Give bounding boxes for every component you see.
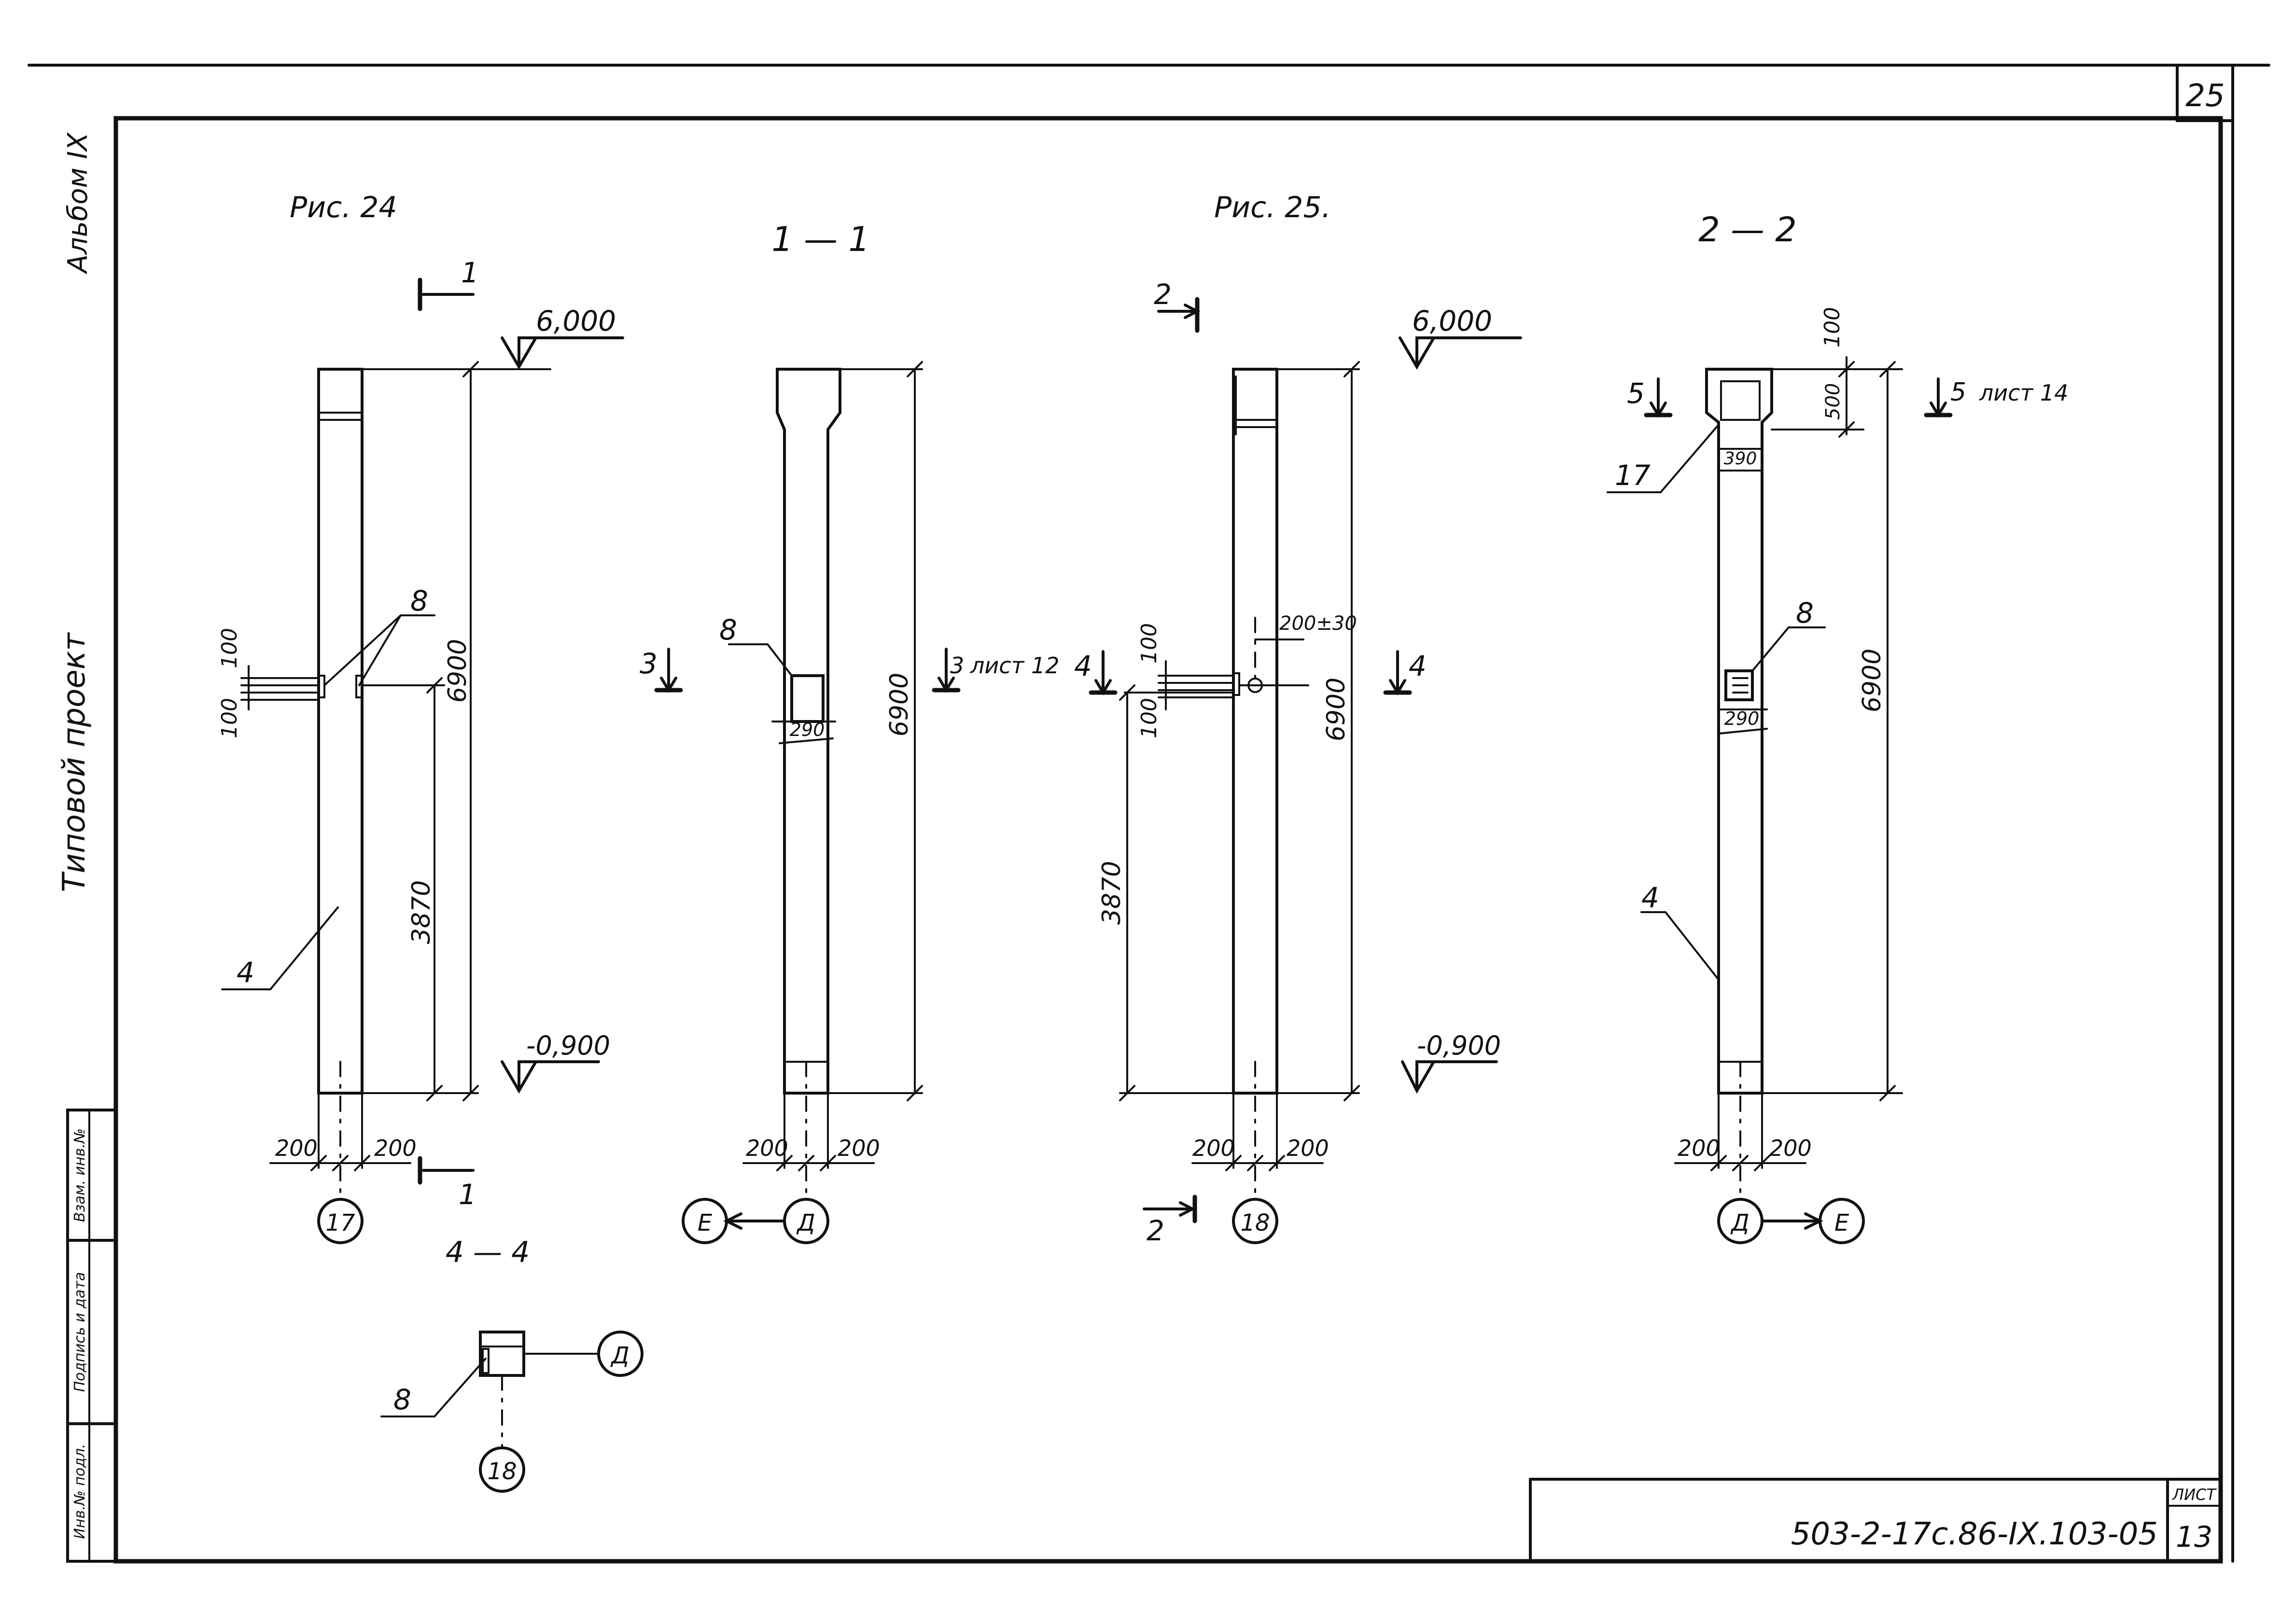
fig24-callout-8: 8 [410, 584, 428, 617]
fig24-callout-4: 4 [237, 956, 254, 989]
sec44-axis-bottom: 18 [487, 1458, 517, 1485]
fig25-title: Рис. 25. [1214, 191, 1331, 224]
fig25-mark-4-right: 4 [1409, 650, 1427, 682]
fig25-dim-100-bottom: 100 [1137, 698, 1161, 738]
drawing-code: 503-2-17с.86-IX.103-05 [1791, 1516, 2158, 1552]
fig24-dim-left: 200 [275, 1135, 318, 1161]
sec22-axis-right: Е [1834, 1209, 1849, 1236]
sec11-axis-right: Д [796, 1209, 815, 1236]
sec22-callout-4: 4 [1641, 881, 1659, 914]
fig25-dim-100-top: 100 [1137, 623, 1161, 664]
sec22-dim-6900: 6900 [1858, 649, 1887, 712]
section-1-1-drawing: 1 — 1 290 8 3 6900 3 лист 12 [640, 220, 1060, 1244]
sec11-axis-left: Е [698, 1209, 713, 1236]
section-2-2-drawing: 2 — 2 390 100 500 5 5 лист 14 17 [1607, 210, 2069, 1244]
sec22-dim-100: 100 [1820, 307, 1845, 347]
sec11-dim-6900: 6900 [885, 673, 914, 736]
fig24-dim-100-top: 100 [217, 628, 242, 668]
fig25-dim-3870: 3870 [1097, 861, 1126, 925]
sec44-axis-right: Д [610, 1342, 630, 1369]
sec22-dim-right: 200 [1769, 1135, 1812, 1161]
stamp-cell-inv: Инв.№ подл. [71, 1444, 88, 1539]
fig25-drawing: Рис. 25. 2 200±30 100 100 4 387 [1074, 191, 1522, 1247]
fig24-elev-top: 6,000 [536, 305, 616, 337]
sec22-dim-500: 500 [1822, 383, 1844, 420]
fig24-drawing: Рис. 24 1 100 100 8 3870 [217, 191, 624, 1244]
sheet-frame [28, 64, 2270, 1564]
fig24-mark-bottom: 1 [459, 1178, 476, 1211]
fig24-dim-right: 200 [374, 1135, 417, 1161]
sec11-dim-left: 200 [746, 1135, 788, 1161]
sec11-mark-3-right: 3 [950, 652, 964, 679]
sheet-number: 13 [2176, 1520, 2212, 1554]
sec22-dim-290: 290 [1724, 708, 1760, 729]
fig24-title: Рис. 24 [290, 191, 397, 224]
side-stamp [66, 1109, 117, 1563]
sec22-callout-17: 17 [1615, 459, 1651, 492]
sec22-mark-5-right: 5 [1950, 378, 1966, 407]
sheet-label: ЛИСТ [2172, 1485, 2217, 1504]
sec44-callout-8: 8 [393, 1383, 411, 1416]
fig25-mark-top: 2 [1154, 278, 1172, 311]
sec44-title: 4 — 4 [446, 1235, 530, 1269]
sec22-sheet-ref: лист 14 [1979, 380, 2069, 406]
fig24-mark-top: 1 [461, 256, 479, 289]
fig24-dim-100-bottom: 100 [217, 698, 242, 738]
sec22-title: 2 — 2 [1698, 210, 1797, 250]
sec22-dim-390: 390 [1724, 449, 1757, 469]
project-label: Типовой проект [56, 632, 92, 892]
fig25-dim-6900: 6900 [1322, 678, 1351, 741]
sec11-title: 1 — 1 [771, 220, 870, 259]
fig25-dim-offset: 200±30 [1279, 612, 1357, 635]
title-block [1529, 1478, 2222, 1563]
sec22-mark-5-left: 5 [1627, 377, 1645, 410]
fig25-mark-bottom: 2 [1147, 1214, 1164, 1247]
sec22-axis-left: Д [1730, 1209, 1749, 1236]
fig25-axis: 18 [1240, 1209, 1270, 1236]
fig24-elev-bottom: -0,900 [526, 1030, 610, 1061]
page-number: 25 [2185, 78, 2225, 114]
fig25-dim-right: 200 [1287, 1135, 1329, 1161]
fig25-elev-top: 6,000 [1412, 305, 1492, 337]
sec22-callout-8: 8 [1796, 597, 1814, 629]
album-label: Альбом IX [62, 132, 94, 274]
sec11-callout-8: 8 [719, 613, 737, 646]
fig24-dim-3870: 3870 [407, 880, 436, 944]
fig25-elev-bottom: -0,900 [1417, 1030, 1501, 1061]
fig25-dim-left: 200 [1192, 1135, 1235, 1161]
sec22-dim-left: 200 [1678, 1135, 1720, 1161]
section-4-4-drawing: 4 — 4 Д 18 8 [380, 1235, 644, 1493]
sec11-sheet-ref: лист 12 [970, 652, 1060, 679]
sec11-dim-right: 200 [838, 1135, 880, 1161]
fig24-dim-6900: 6900 [443, 639, 472, 703]
fig25-mark-4-left: 4 [1074, 650, 1092, 682]
sec11-dim-290: 290 [790, 719, 825, 740]
stamp-cell-sign: Подпись и дата [71, 1272, 88, 1392]
fig24-axis: 17 [325, 1209, 355, 1236]
sec11-mark-3-left: 3 [640, 647, 658, 680]
stamp-cell-replace: Взам. инв.№ [71, 1128, 88, 1222]
